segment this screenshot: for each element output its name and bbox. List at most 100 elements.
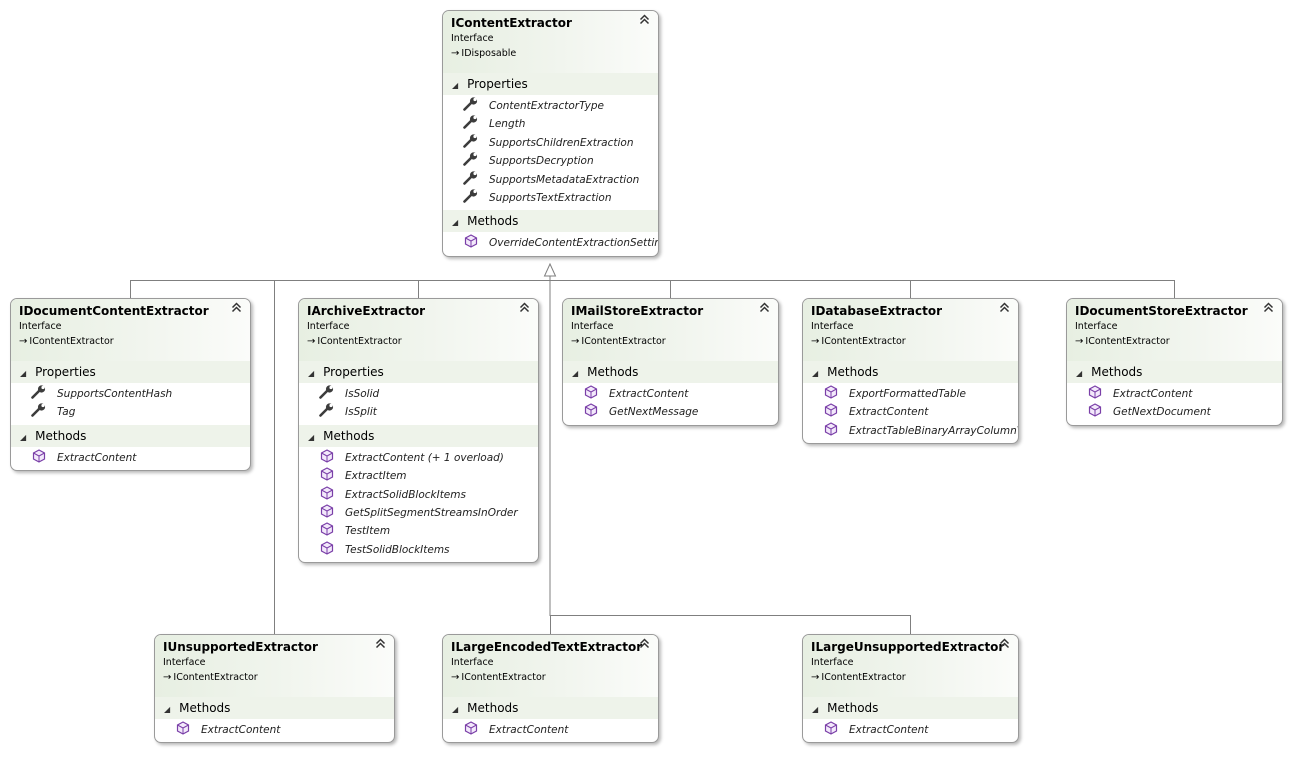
collapse-chevron-icon[interactable] — [519, 302, 530, 315]
method-item[interactable]: ExtractSolidBlockItems — [299, 485, 538, 504]
member-name: TestItem — [345, 525, 391, 538]
collapse-chevron-icon[interactable] — [1263, 302, 1274, 315]
member-name: ExtractContent — [489, 724, 569, 736]
expand-triangle-icon[interactable]: ◢ — [452, 81, 459, 90]
expand-triangle-icon[interactable]: ◢ — [812, 705, 819, 714]
property-item[interactable]: IsSolid — [299, 385, 538, 403]
property-item[interactable]: SupportsChildrenExtraction — [443, 134, 658, 152]
method-item[interactable]: ExtractContent — [803, 721, 1018, 739]
section-header-methods[interactable]: ◢Methods — [299, 424, 538, 447]
method-item[interactable]: ExtractContent — [155, 721, 394, 739]
method-item[interactable]: TestSolidBlockItems — [299, 541, 538, 559]
expand-triangle-icon[interactable]: ◢ — [20, 369, 27, 378]
method-cube-icon — [319, 504, 335, 518]
member-name: ExtractTableBinaryArrayColumnV... — [849, 424, 1018, 437]
method-item[interactable]: ExtractContent — [443, 721, 658, 739]
section-label: Methods — [827, 701, 879, 715]
wrench-icon — [463, 170, 479, 185]
collapse-chevron-icon[interactable] — [999, 302, 1010, 315]
expand-triangle-icon[interactable]: ◢ — [572, 369, 579, 378]
section-label: Methods — [587, 365, 639, 379]
section-header-methods[interactable]: ◢ Methods — [803, 697, 1018, 719]
method-item[interactable]: ExtractContent (+ 1 overload) — [299, 449, 538, 467]
section-header-methods[interactable]: ◢Methods — [443, 697, 658, 719]
method-item[interactable]: GetSplitSegmentStreamsInOrder — [299, 504, 538, 522]
member-name: ExtractSolidBlockItems — [345, 488, 466, 501]
property-item[interactable]: ContentExtractorType — [443, 97, 658, 115]
property-item[interactable]: Length — [443, 115, 658, 133]
section-header-methods[interactable]: ◢Methods — [803, 361, 1018, 383]
collapse-chevron-icon[interactable] — [639, 638, 650, 651]
box-base-type: →IDisposable — [451, 46, 650, 62]
box-title: IDocumentContentExtractor — [19, 304, 209, 318]
section-header-methods[interactable]: ◢ Methods — [1067, 361, 1282, 383]
property-item[interactable]: IsSplit — [299, 403, 538, 421]
collapse-chevron-icon[interactable] — [231, 302, 242, 315]
inherits-arrow-icon: → — [451, 672, 460, 683]
member-list: ExtractContent — [11, 447, 250, 470]
method-item[interactable]: ExportFormattedTable — [803, 385, 1018, 403]
expand-triangle-icon[interactable]: ◢ — [1076, 369, 1083, 378]
expand-triangle-icon[interactable]: ◢ — [308, 369, 315, 378]
section-header-properties[interactable]: ◢Properties — [443, 73, 658, 95]
expand-triangle-icon[interactable]: ◢ — [20, 432, 27, 442]
wrench-icon — [319, 403, 335, 418]
wrench-icon — [463, 134, 479, 148]
method-cube-icon — [1087, 385, 1103, 399]
collapse-chevron-icon[interactable] — [375, 638, 386, 651]
expand-triangle-icon[interactable]: ◢ — [452, 218, 459, 228]
section-header-properties[interactable]: ◢Properties — [11, 361, 250, 383]
expand-triangle-icon[interactable]: ◢ — [452, 705, 459, 714]
property-item[interactable]: SupportsContentHash — [11, 385, 250, 403]
method-item[interactable]: ExtractContent — [563, 385, 778, 403]
method-item[interactable]: OverrideContentExtractionSettings — [443, 234, 658, 252]
base-type-name: IDisposable — [461, 48, 517, 59]
section-header-methods[interactable]: ◢ Methods — [563, 361, 778, 383]
base-type-name: IContentExtractor — [461, 672, 546, 683]
member-name: SupportsContentHash — [57, 388, 173, 400]
expand-triangle-icon[interactable]: ◢ — [812, 369, 819, 378]
method-item[interactable]: TestItem — [299, 522, 538, 540]
collapse-chevron-icon[interactable] — [759, 302, 770, 315]
member-name: Tag — [57, 406, 76, 419]
section-header-methods[interactable]: ◢Methods — [11, 424, 250, 447]
property-item[interactable]: SupportsTextExtraction — [443, 189, 658, 207]
property-item[interactable]: SupportsMetadataExtraction — [443, 170, 658, 189]
method-item[interactable]: ExtractContent — [11, 449, 250, 467]
box-kind: Interface — [19, 321, 62, 332]
method-item[interactable]: GetNextDocument — [1067, 403, 1282, 421]
box-title: IUnsupportedExtractor — [163, 640, 318, 654]
collapse-chevron-icon[interactable] — [639, 14, 650, 27]
property-item[interactable]: SupportsDecryption — [443, 152, 658, 170]
method-item[interactable]: ExtractItem — [299, 467, 538, 485]
method-item[interactable]: GetNextMessage — [563, 403, 778, 421]
method-cube-icon — [463, 721, 479, 735]
expand-triangle-icon[interactable]: ◢ — [164, 705, 171, 714]
member-name: ExtractItem — [345, 470, 407, 483]
section-header-properties[interactable]: ◢Properties — [299, 361, 538, 383]
section-label: Methods — [1091, 365, 1143, 379]
method-item[interactable]: ExtractContent — [1067, 385, 1282, 403]
inheritance-arrowhead — [543, 262, 557, 277]
expand-triangle-icon[interactable]: ◢ — [308, 432, 315, 442]
inherits-arrow-icon: → — [163, 672, 172, 683]
method-item[interactable]: ExtractContent — [803, 403, 1018, 421]
property-item[interactable]: Tag — [11, 403, 250, 421]
section-header-methods[interactable]: ◢Methods — [155, 697, 394, 719]
method-item[interactable]: ExtractTableBinaryArrayColumnV... — [803, 422, 1018, 440]
box-base-type: →IContentExtractor — [451, 670, 650, 686]
box-kind: Interface — [451, 33, 494, 44]
section-header-methods[interactable]: ◢Methods — [443, 210, 658, 233]
collapse-chevron-icon[interactable] — [999, 638, 1010, 651]
